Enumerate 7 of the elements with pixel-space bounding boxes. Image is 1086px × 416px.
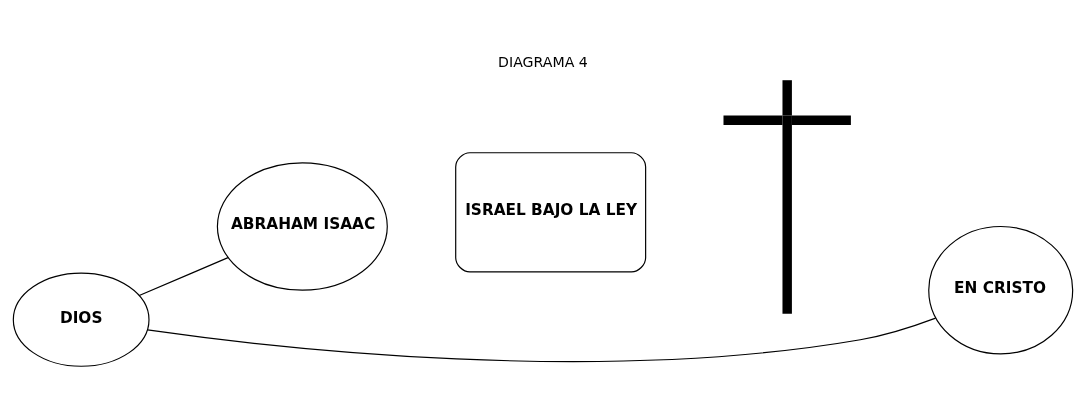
connector	[146, 317, 937, 362]
diagram-title: DIAGRAMA 4	[498, 53, 588, 70]
node-ellipse: DIOS	[12, 272, 150, 367]
connector	[138, 256, 229, 296]
node-box: ISRAEL BAJO LA LEY	[455, 151, 647, 272]
node-ellipse: EN CRISTO	[928, 225, 1074, 354]
node-ellipse: ABRAHAM ISAAC	[216, 161, 388, 291]
